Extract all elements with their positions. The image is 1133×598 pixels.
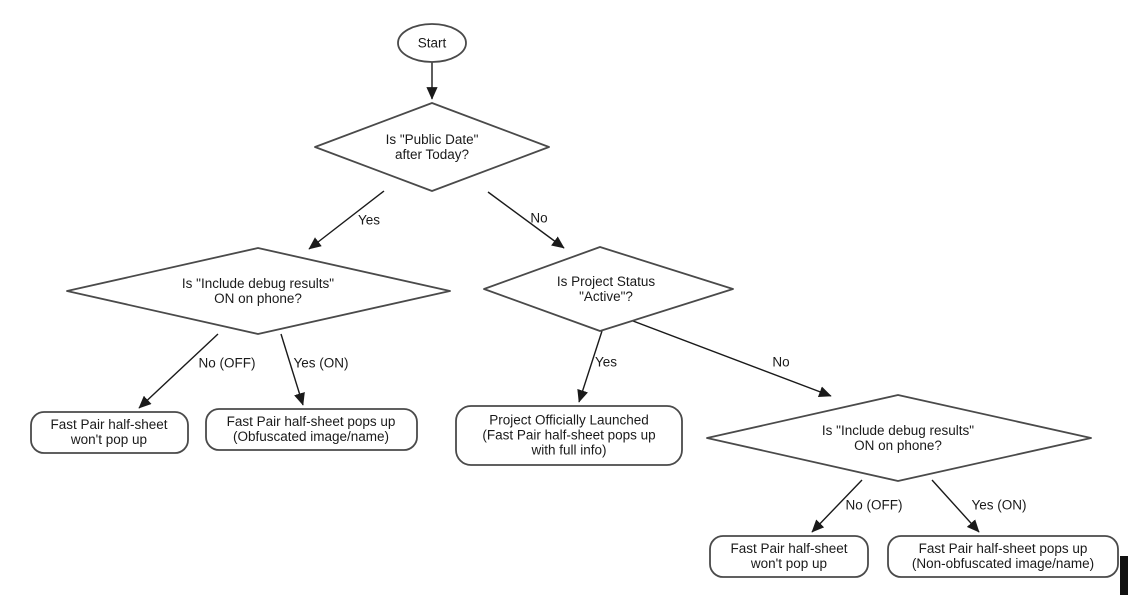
edge-label-debug-right-no: No (OFF) (845, 497, 903, 513)
decision-debug-left-label: Is "Include debug results" ON on phone? (181, 276, 335, 306)
edge-label-public-date-yes: Yes (357, 212, 381, 228)
edge-debug-left-no (138, 333, 219, 409)
decision-debug-right-shape (706, 394, 1092, 482)
edge-debug-right-yes (931, 479, 980, 533)
outcome-obfuscated-shape (205, 408, 418, 451)
decision-debug-left-shape (66, 247, 451, 335)
edge-status-yes (577, 330, 603, 403)
edge-debug-left-yes (280, 333, 305, 406)
outcome-non-obfuscated-shape (887, 535, 1119, 578)
edge-label-debug-left-yes: Yes (ON) (293, 355, 349, 371)
edge-label-debug-left-no: No (OFF) (198, 355, 256, 371)
outcome-launched-label: Project Officially Launched (Fast Pair h… (482, 412, 656, 458)
edge-public-date-yes (308, 190, 385, 250)
edge-public-date-no (487, 191, 565, 249)
edge-debug-right-no (811, 479, 863, 533)
outcome-no-popup-right-label: Fast Pair half-sheet won't pop up (730, 541, 848, 571)
outcome-obfuscated-label: Fast Pair half-sheet pops up (Obfuscated… (226, 414, 396, 444)
edge-label-status-yes: Yes (594, 354, 618, 370)
decision-debug-right-label: Is "Include debug results" ON on phone? (821, 423, 975, 453)
edge-label-status-no: No (772, 354, 790, 370)
decision-project-status-shape (483, 246, 734, 332)
outcome-no-popup-left-label: Fast Pair half-sheet won't pop up (50, 417, 168, 447)
start-node-shape (397, 23, 467, 63)
start-node-label: Start (417, 35, 447, 51)
decision-project-status-label: Is Project Status "Active"? (556, 274, 656, 304)
outcome-non-obfuscated-label: Fast Pair half-sheet pops up (Non-obfusc… (911, 541, 1095, 571)
outcome-no-popup-right-shape (709, 535, 869, 578)
edge-status-no (632, 320, 832, 398)
text-cursor-artifact (1120, 556, 1128, 595)
decision-public-date-label: Is "Public Date" after Today? (385, 132, 479, 162)
edge-label-debug-right-yes: Yes (ON) (971, 497, 1027, 513)
edge-label-public-date-no: No (530, 210, 548, 226)
outcome-launched-shape (455, 405, 683, 466)
outcome-no-popup-left-shape (30, 411, 189, 454)
decision-public-date-shape (314, 102, 550, 192)
